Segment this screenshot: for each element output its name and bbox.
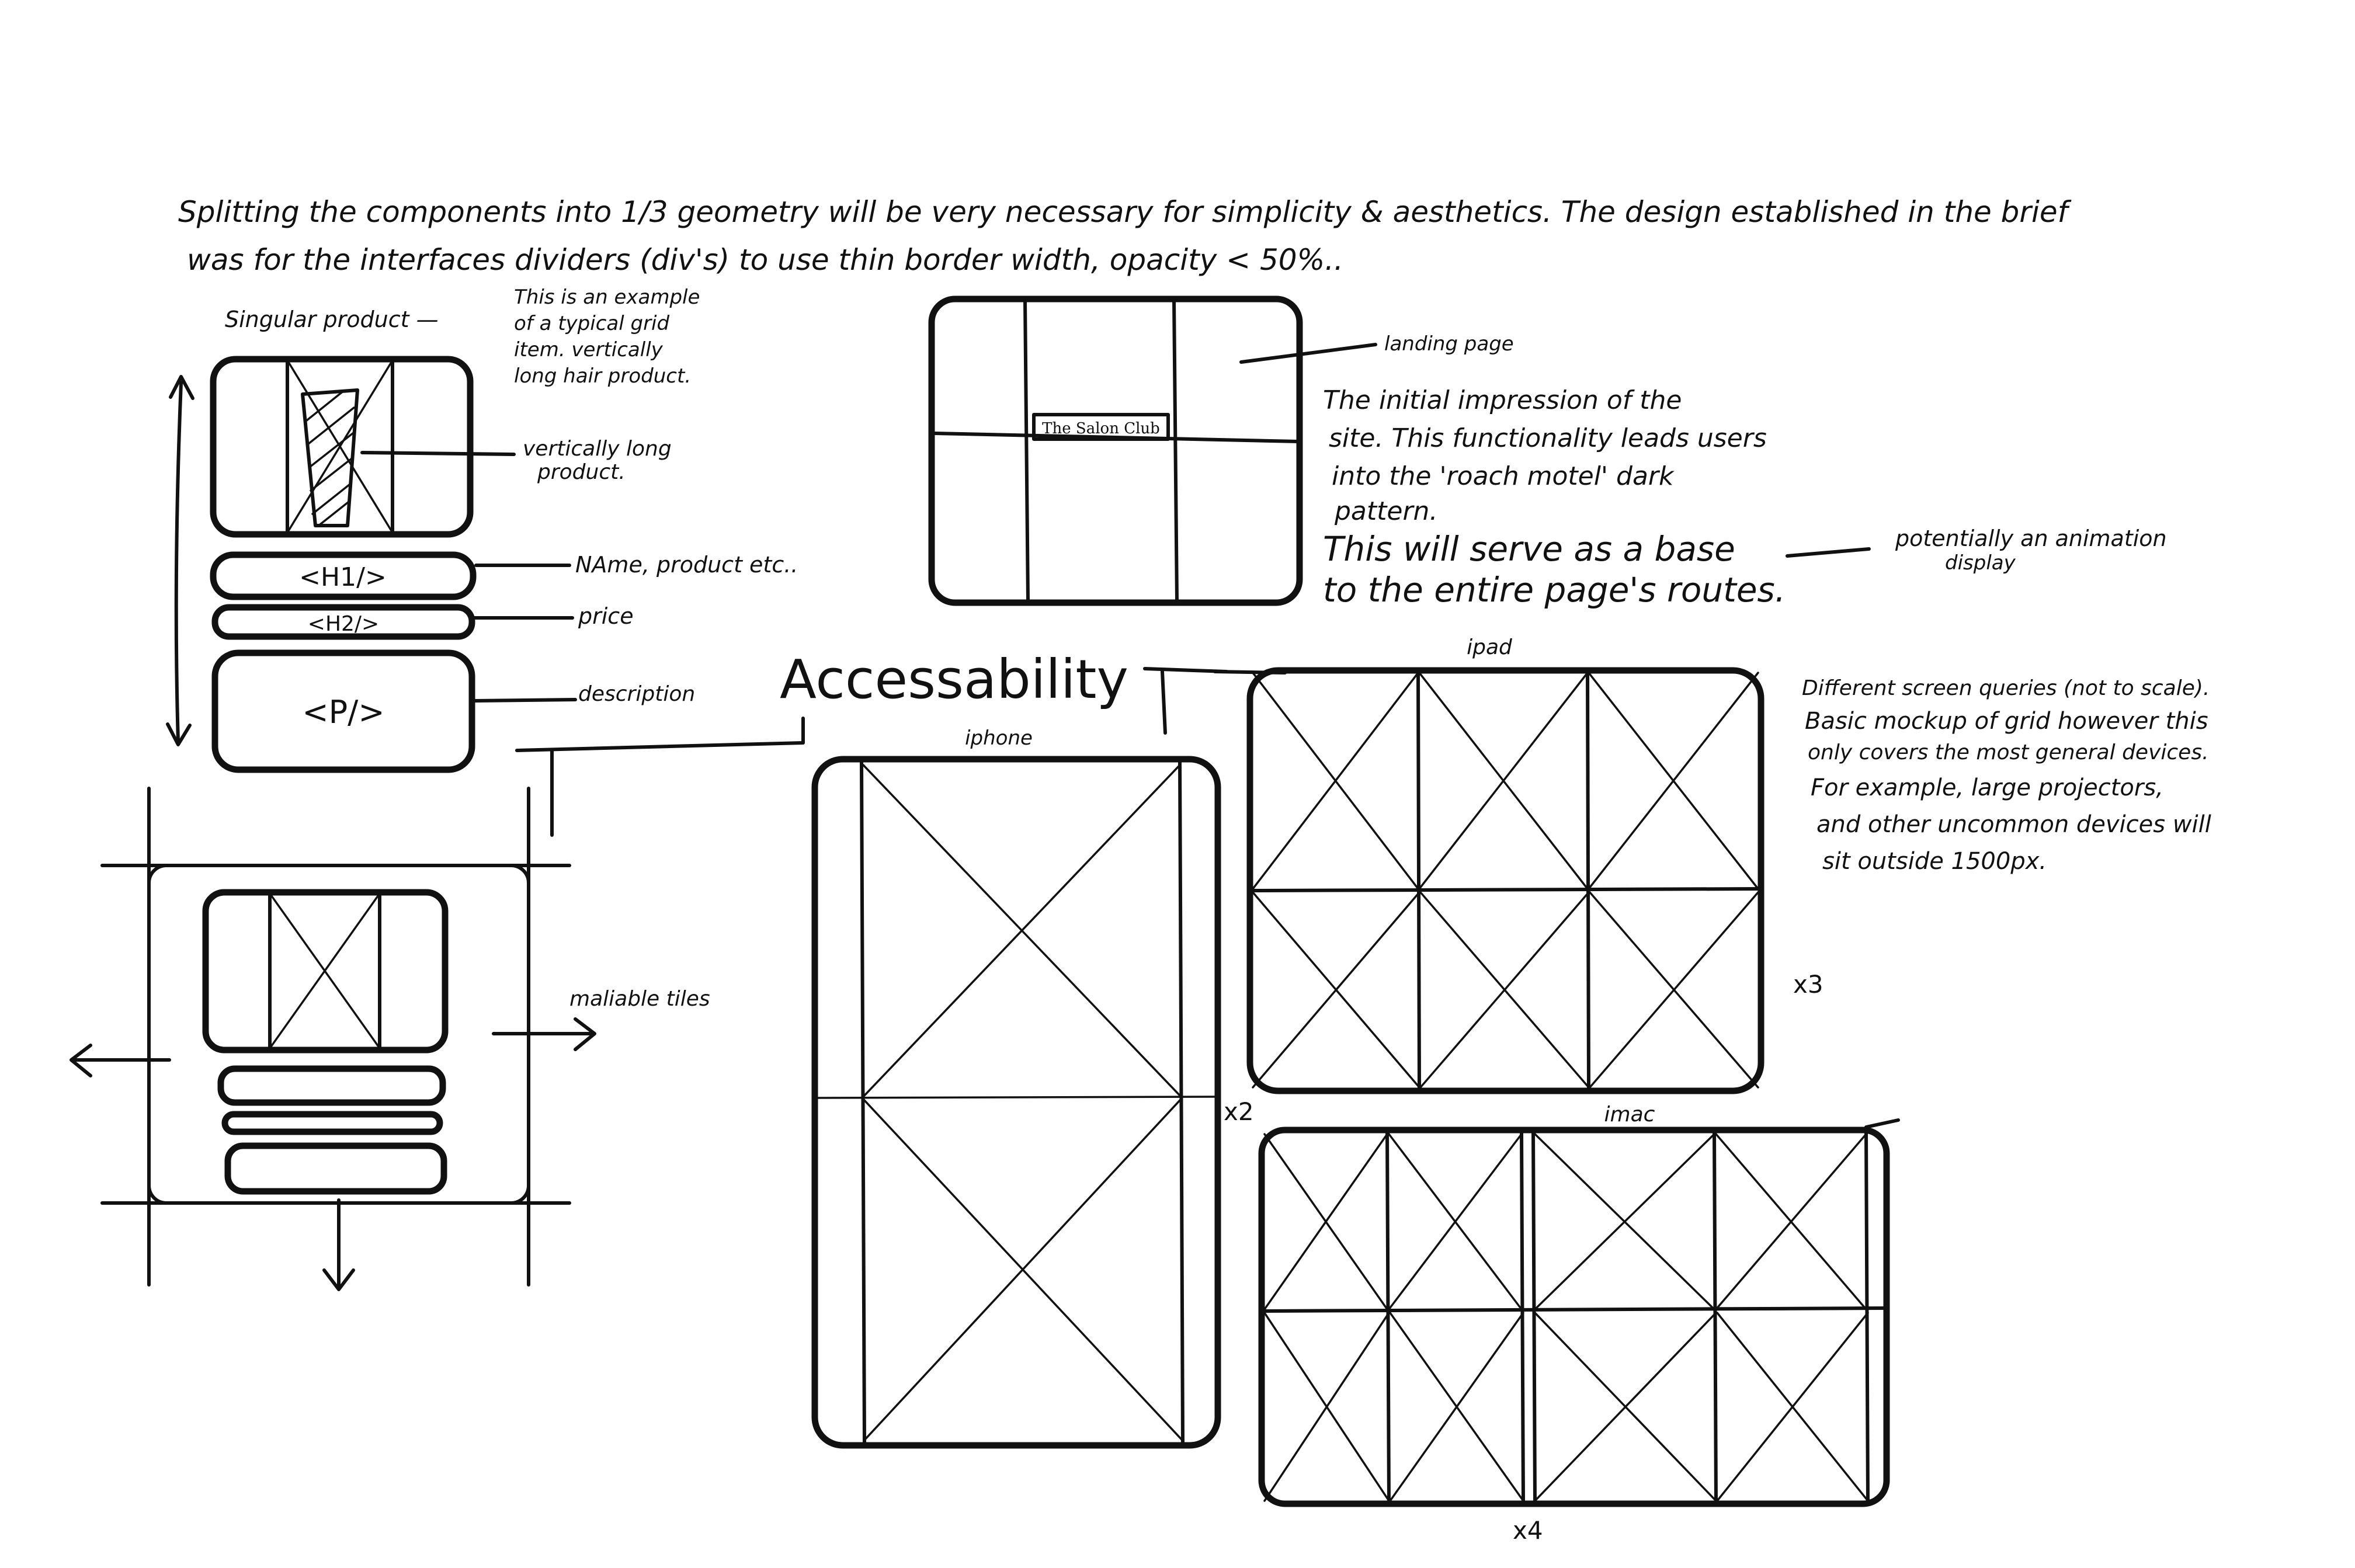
svg-text:to the entire page's routes.: to the entire page's routes. [1323,570,1786,610]
price-label: price [578,603,634,629]
svg-text:long hair product.: long hair product. [514,364,691,388]
svg-text:This will serve as a base: This will serve as a base [1323,529,1735,569]
landing-note: The initial impression of the site. This… [1323,385,1767,526]
iphone-frame: iphone x2 [815,726,1254,1445]
vertical-arrow [168,377,193,745]
vertical-product-label-1: vertically long [523,437,672,461]
svg-text:item. vertically: item. vertically [514,338,664,361]
tile-bar-3 [228,1146,444,1191]
svg-text:and other uncommon devices wil: and other uncommon devices will [1816,811,2211,838]
svg-text:pattern.: pattern. [1334,496,1437,526]
svg-text:This is an example: This is an example [514,286,700,309]
animation-note-1: potentially an animation [1895,526,2167,551]
product-image-box [213,359,470,534]
brand-name: The Salon Club [1042,420,1160,437]
svg-text:sit outside 1500px.: sit outside 1500px. [1822,848,2047,875]
imac-cross-lines [1265,1134,1868,1501]
svg-text:For example, large projectors,: For example, large projectors, [1811,774,2163,801]
svg-text:into the 'roach motel' dark: into the 'roach motel' dark [1332,461,1675,491]
intro-note: Splitting the components into 1/3 geomet… [178,195,2072,277]
intro-line-1: Splitting the components into 1/3 geomet… [178,195,2072,229]
base-note: This will serve as a base to the entire … [1323,529,1786,610]
singular-product-card: Singular product — This is an example of… [168,286,798,770]
product-title: Singular product — [225,307,439,332]
svg-text:Different screen queries (not: Different screen queries (not to scale). [1802,676,2210,700]
vertical-product-label-2: product. [537,460,626,484]
svg-text:of a typical grid: of a typical grid [514,312,669,335]
tiles-label: maliable tiles [569,987,710,1011]
description-label: description [578,682,695,706]
landing-label: landing page [1384,332,1514,356]
svg-text:Basic mockup of grid however t: Basic mockup of grid however this [1805,708,2208,735]
accessibility-heading: Accessability [780,648,1128,711]
malleable-tiles: maliable tiles [71,788,710,1289]
product-note: This is an example of a typical grid ite… [514,286,700,388]
p-tag: <P/> [302,694,384,731]
imac-label: imac [1604,1103,1655,1127]
tile-bar-2 [225,1114,440,1132]
svg-text:site. This functionality leads: site. This functionality leads users [1329,423,1767,453]
accessibility-section: Accessability [517,648,1285,835]
ipad-multiplier: x3 [1793,970,1823,999]
h1-tag: <H1/> [299,562,387,592]
landing-page-frame: The Salon Club landing page The initial … [932,299,2167,610]
device-note: Different screen queries (not to scale).… [1802,676,2211,875]
h1-label: NAme, product etc.. [575,552,798,578]
imac-frame: imac x4 [1262,1103,1898,1545]
animation-note-2: display [1945,551,2016,575]
intro-line-2: was for the interfaces dividers (div's) … [187,243,1343,277]
imac-multiplier: x4 [1513,1516,1543,1545]
ipad-label: ipad [1467,635,1513,659]
h2-tag: <H2/> [308,612,379,636]
iphone-label: iphone [965,726,1033,750]
iphone-multiplier: x2 [1224,1097,1254,1126]
svg-text:only covers the most general d: only covers the most general devices. [1808,740,2209,764]
ipad-frame: ipad x3 [1250,635,1823,1091]
ipad-cross-lines [1253,673,1758,1087]
tile-bar-1 [221,1069,443,1103]
svg-text:The initial impression of the: The initial impression of the [1323,385,1682,415]
